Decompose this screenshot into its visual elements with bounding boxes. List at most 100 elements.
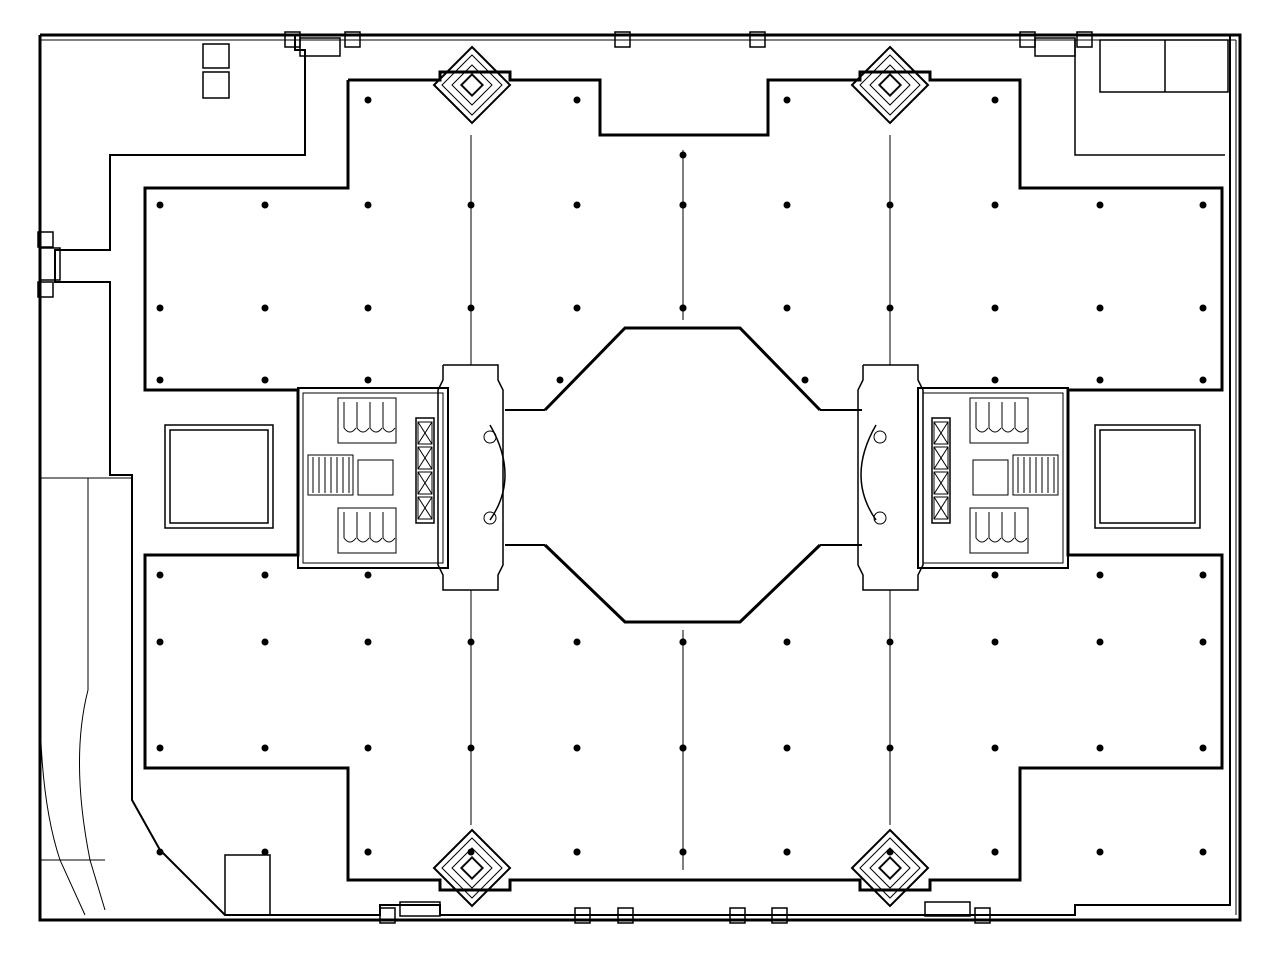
structural-column: [364, 96, 372, 104]
elevator-shaft: [417, 446, 433, 470]
structural-column: [467, 744, 475, 752]
stall-door: [356, 537, 370, 543]
structural-column: [801, 376, 809, 384]
structural-column: [1096, 376, 1104, 384]
stair-tower: [432, 828, 512, 908]
structural-column: [156, 304, 164, 312]
stall-door: [382, 427, 396, 433]
tower-ring: [461, 74, 483, 96]
stair-tower: [432, 45, 512, 125]
structural-column: [364, 304, 372, 312]
core-connector: [857, 364, 924, 591]
core-connector: [437, 364, 504, 591]
structural-column: [261, 376, 269, 384]
structural-column: [364, 638, 372, 646]
stall-door: [975, 427, 989, 433]
structural-column: [1096, 304, 1104, 312]
tower-ring: [850, 45, 930, 125]
structural-column: [573, 638, 581, 646]
elevator-cross: [933, 496, 949, 520]
elevator-cross: [933, 471, 949, 495]
stall-door: [1001, 427, 1015, 433]
structural-lines: [470, 135, 891, 870]
structural-column: [1096, 744, 1104, 752]
structural-column: [886, 304, 894, 312]
elevator-cross: [417, 496, 433, 520]
structural-column: [1096, 848, 1104, 856]
restroom-upper: [337, 397, 397, 444]
central-atrium: [483, 326, 887, 624]
stall-door: [988, 537, 1002, 543]
structural-column: [783, 744, 791, 752]
elevator-bank: [931, 417, 951, 524]
core-inner-frame: [302, 392, 444, 564]
structural-column: [1199, 571, 1207, 579]
elevator-cross: [933, 446, 949, 470]
structural-column: [783, 848, 791, 856]
tower-ring: [859, 54, 921, 116]
tower-ring: [461, 857, 483, 879]
structural-column: [364, 201, 372, 209]
elevator-cross: [933, 421, 949, 445]
core-frame: [297, 387, 449, 569]
structural-column: [679, 744, 687, 752]
tower-core: [459, 855, 485, 881]
structural-column: [573, 744, 581, 752]
structural-column: [886, 201, 894, 209]
structural-column: [1199, 376, 1207, 384]
structural-column: [886, 848, 894, 856]
structural-column: [156, 638, 164, 646]
tower-core: [877, 72, 903, 98]
structural-column: [556, 376, 564, 384]
structural-column: [886, 744, 894, 752]
structural-column: [364, 744, 372, 752]
tower-ring: [451, 64, 493, 106]
tower-ring: [879, 857, 901, 879]
structural-column: [679, 201, 687, 209]
structural-column: [467, 638, 475, 646]
ramp: [39, 477, 132, 916]
elevator-shaft: [417, 496, 433, 520]
structural-column: [261, 848, 269, 856]
structural-column: [1096, 638, 1104, 646]
structural-column: [1199, 638, 1207, 646]
structural-column: [991, 744, 999, 752]
core-stair: [307, 454, 354, 496]
elevator-shaft: [933, 421, 949, 445]
structural-column: [156, 376, 164, 384]
tower-ring: [441, 54, 503, 116]
light-wells: [164, 424, 1201, 529]
structural-column: [156, 848, 164, 856]
restroom-lower: [337, 507, 397, 554]
structural-column: [156, 571, 164, 579]
tower-ring: [879, 74, 901, 96]
structural-column: [886, 638, 894, 646]
elevator-shaft: [417, 421, 433, 445]
elevator-shaft: [933, 496, 949, 520]
stair-tower: [850, 828, 930, 908]
corner-rooms: [202, 39, 1229, 916]
structural-column: [573, 304, 581, 312]
structural-column: [573, 848, 581, 856]
stall-door: [1014, 427, 1028, 433]
site-boundary: [38, 33, 1242, 922]
stall-door: [1014, 537, 1028, 543]
structural-column: [991, 638, 999, 646]
stall-door: [343, 427, 357, 433]
structural-column: [1096, 201, 1104, 209]
structural-column: [1096, 571, 1104, 579]
core-shaft: [972, 459, 1009, 496]
structural-column: [783, 201, 791, 209]
inner-slab-outline: [143, 70, 1224, 892]
structural-column: [1199, 304, 1207, 312]
structural-column: [783, 96, 791, 104]
structural-column: [991, 96, 999, 104]
structural-column: [261, 744, 269, 752]
stall-door: [382, 537, 396, 543]
stair-tower: [850, 45, 930, 125]
elevator-bank: [415, 417, 435, 524]
tower-ring: [432, 828, 512, 908]
core-shaft: [357, 459, 394, 496]
